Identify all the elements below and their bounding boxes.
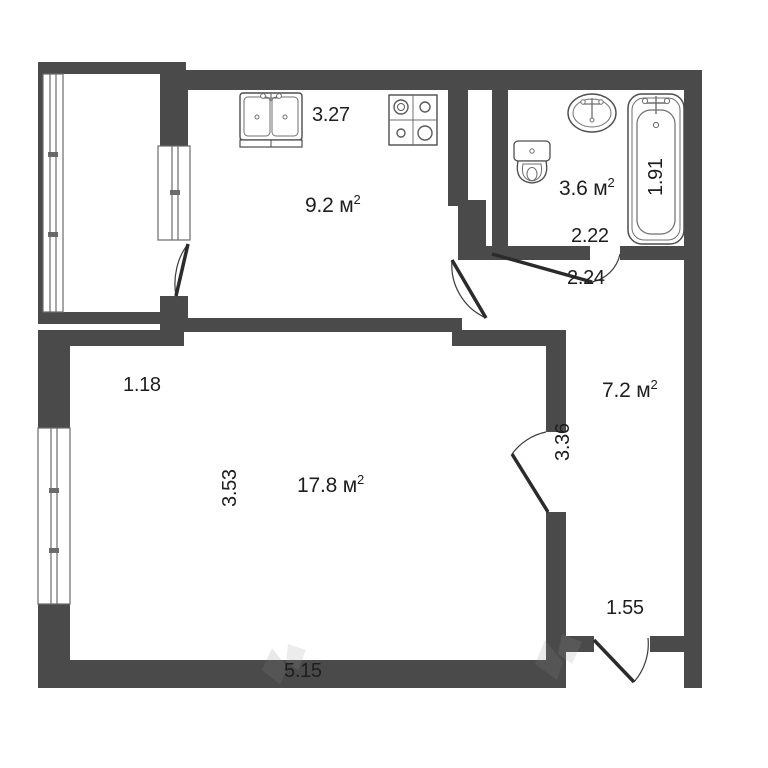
area-sup-kitchen: 2 xyxy=(353,192,361,207)
entry-door xyxy=(592,637,649,684)
wall-main-top xyxy=(172,70,702,90)
dimension-kitchen-width: 3.27 xyxy=(312,104,350,126)
area-value-bathroom: 3.6 xyxy=(559,177,588,200)
living-room-window xyxy=(37,427,71,605)
wall-living-bottom xyxy=(38,660,566,688)
wall-living-top-right xyxy=(184,318,462,332)
kitchen-door xyxy=(450,259,488,319)
balcony-glazing xyxy=(42,73,64,313)
dimension-living-width: 5.15 xyxy=(284,660,322,682)
wall-balcony-left xyxy=(38,62,43,324)
cooktop-icon xyxy=(388,94,438,146)
wall-living-right-upper xyxy=(546,330,566,432)
toilet-icon xyxy=(513,140,551,184)
wall-bedroom-bottom-left xyxy=(566,636,594,652)
area-unit-kitchen: м xyxy=(339,194,354,217)
wall-living-right-lower xyxy=(546,512,566,688)
area-sup-living-room: 2 xyxy=(356,472,365,487)
wall-kitchen-right-lower xyxy=(458,200,486,246)
area-label-kitchen: 9.2 м2 xyxy=(305,192,361,217)
area-unit-bedroom: м xyxy=(636,379,651,402)
area-unit-bathroom: м xyxy=(593,177,608,200)
area-value-bedroom: 7.2 xyxy=(602,379,631,402)
doors xyxy=(174,243,649,684)
area-sup-bedroom: 2 xyxy=(650,377,658,392)
watermark xyxy=(262,634,582,684)
wall-living-left-upper xyxy=(38,330,70,428)
bedroom-door xyxy=(510,431,550,513)
fixtures xyxy=(239,92,685,245)
wall-living-top xyxy=(38,330,184,346)
dimension-living-height: 3.53 xyxy=(219,469,241,507)
area-value-kitchen: 9.2 xyxy=(305,194,334,217)
wall-balcony-bottom xyxy=(38,312,188,324)
area-label-living-room: 17.8 м2 xyxy=(297,472,365,497)
balcony-door xyxy=(174,243,190,297)
wall-balcony-kitchen-lower xyxy=(160,296,188,330)
dimension-bedroom-door-width: 1.55 xyxy=(606,597,644,619)
wall-bath-left xyxy=(492,88,508,246)
wash-basin-icon xyxy=(567,93,617,133)
wall-balcony-kitchen-upper xyxy=(160,70,188,148)
area-label-bathroom: 3.6 м2 xyxy=(559,175,615,200)
walls xyxy=(38,62,702,688)
area-value-living-room: 17.8 xyxy=(297,474,338,497)
dimension-bath-height: 1.91 xyxy=(645,158,667,196)
wall-kitchen-bottom xyxy=(458,246,492,260)
wall-bath-bottom-right xyxy=(620,246,702,260)
wall-kitchen-right-upper xyxy=(448,88,468,206)
dimension-living-top-offset: 1.18 xyxy=(123,374,161,396)
wall-bath-bottom xyxy=(492,246,590,260)
dimension-bath-width: 2.22 xyxy=(571,225,609,247)
dimension-hall-span: 2.24 xyxy=(567,267,605,289)
wall-bedroom-bottom-right xyxy=(650,636,702,652)
area-unit-living-room: м xyxy=(342,474,357,497)
wall-hallway-bottom xyxy=(452,330,564,346)
bathtub-icon xyxy=(627,93,685,245)
dimension-bedroom-height: 3.36 xyxy=(552,423,574,461)
windows xyxy=(37,73,191,605)
wall-balcony-top xyxy=(38,62,186,74)
balcony-door-panel xyxy=(157,145,191,241)
bathroom-door xyxy=(491,252,621,284)
double-sink-icon xyxy=(239,92,303,148)
wall-right-outer xyxy=(684,70,702,688)
area-sup-bathroom: 2 xyxy=(607,175,615,190)
area-label-bedroom: 7.2 м2 xyxy=(602,377,658,402)
